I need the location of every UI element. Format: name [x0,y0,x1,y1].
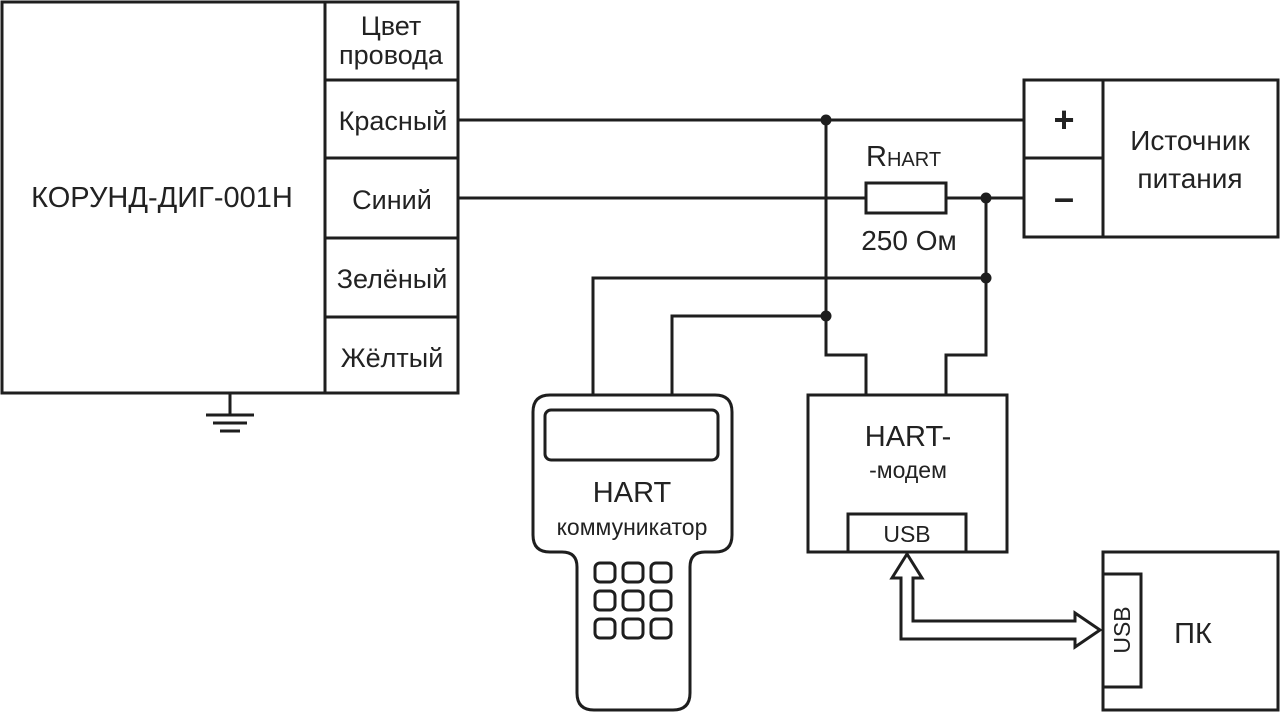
hart-modem: HART- -модем USB [806,393,1009,554]
modem-usb-label: USB [883,521,930,547]
hart-resistor: RHART 250 Ом [861,141,957,256]
key [649,617,673,640]
power-supply-label-line2: питания [1137,163,1242,194]
key [649,589,673,612]
power-supply-block: + – Источник питания [1022,78,1280,239]
device-name: КОРУНД-ДИГ-001Н [31,182,293,214]
communicator-body [531,393,734,712]
device-outline [0,0,460,395]
modem-usb-port [846,512,968,554]
modem-label-line1: HART- [865,421,951,453]
communicator-label-line2: коммуникатор [557,514,708,540]
pc-usb-label: USB [1109,606,1135,653]
key [621,589,645,612]
modem-left-lead [824,120,868,395]
resistor-value: 250 Ом [861,225,957,256]
wire-color-header-line1: Цвет [361,11,422,41]
key [593,561,617,584]
communicator-right-lead [670,314,826,395]
key [621,617,645,640]
communicator-keypad [593,561,673,640]
wires [458,118,1024,395]
wire-label-yellow: Жёлтый [341,343,444,373]
communicator-label-line1: HART [593,477,672,509]
resistor-body [864,181,948,215]
wire-label-red: Красный [339,106,448,136]
key [649,561,673,584]
hart-communicator: HART коммуникатор [531,393,734,712]
wire-label-green: Зелёный [337,264,448,294]
plus-terminal-label: + [1053,99,1074,140]
communicator-screen [543,408,720,462]
key [593,589,617,612]
communicator-left-lead [591,276,986,395]
device-block: КОРУНД-ДИГ-001Н Цвет провода Красный Син… [0,0,460,395]
wire-color-header-line2: провода [339,40,444,70]
junction-dots [820,114,992,322]
key [593,617,617,640]
minus-terminal-label: – [1054,177,1074,218]
pc-usb-port [1101,572,1143,689]
key [621,561,645,584]
usb-cable-arrow [889,551,1103,650]
ground-icon [206,393,254,433]
pc-block: USB ПК [1101,550,1280,712]
resistor-label: RHART [866,141,941,173]
pc-label: ПК [1174,618,1212,650]
wire-label-blue: Синий [352,185,432,215]
power-supply-label-line1: Источник [1130,125,1250,156]
modem-label-line2: -модем [869,457,947,483]
